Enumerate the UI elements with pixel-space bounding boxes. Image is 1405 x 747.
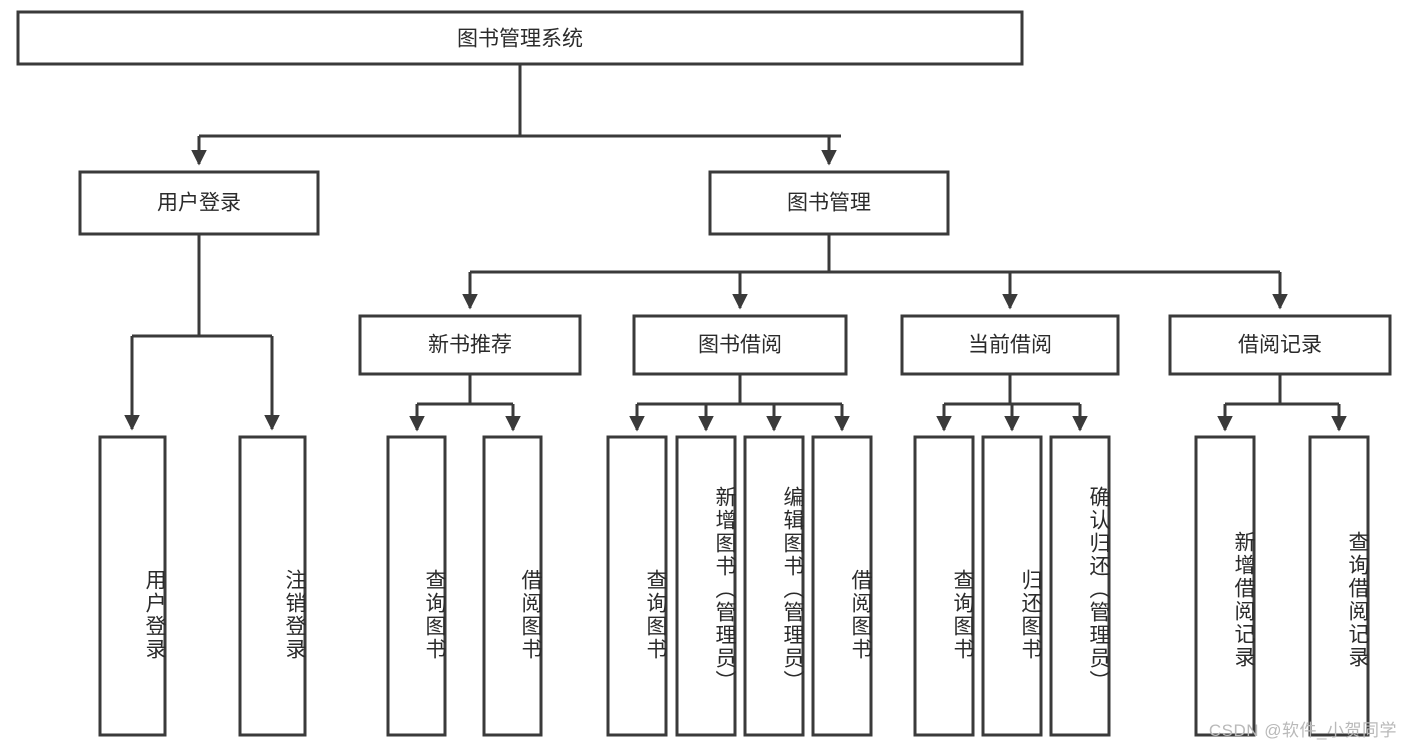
csdn-watermark: CSDN @软件_小贺同学 (1208, 721, 1397, 740)
node-leaf-return-book-box[interactable] (981, 435, 1043, 737)
connector-group-book-manage (462, 234, 1288, 310)
node-leaf-borrow-book-2-box[interactable] (811, 435, 873, 737)
node-root-label: 图书管理系统 (457, 28, 583, 51)
node-new-book-rec-box (358, 314, 582, 376)
node-book-borrow-label: 图书借阅 (698, 334, 782, 357)
node-leaf-confirm-return-box[interactable] (1049, 435, 1111, 737)
node-book-manage-label: 图书管理 (787, 192, 871, 215)
connector-group-current-borrow (936, 374, 1088, 432)
node-root-box (16, 10, 1024, 66)
connector-group-book-borrow (629, 374, 850, 432)
node-root[interactable]: 图书管理系统 (16, 10, 1024, 66)
node-borrow-record-box (1168, 314, 1392, 376)
connector-group-user-login (124, 234, 280, 431)
node-user-login-box (78, 170, 320, 236)
node-user-login[interactable]: 用户登录 (78, 170, 320, 236)
connector-group-root (191, 64, 841, 166)
connector-group-new-book-rec (409, 374, 521, 432)
node-new-book-rec[interactable]: 新书推荐 (358, 314, 582, 376)
node-user-login-label: 用户登录 (157, 192, 241, 215)
node-leaf-query-book-1-box[interactable] (386, 435, 447, 737)
node-current-borrow-label: 当前借阅 (968, 334, 1052, 357)
node-leaf-add-book-box[interactable] (675, 435, 737, 737)
node-book-borrow[interactable]: 图书借阅 (632, 314, 848, 376)
node-book-borrow-box (632, 314, 848, 376)
node-leaf-user-logout-box[interactable] (238, 435, 307, 737)
node-leaf-query-record-box[interactable] (1308, 435, 1370, 737)
node-book-manage[interactable]: 图书管理 (708, 170, 950, 236)
node-leaf-query-book-3-box[interactable] (913, 435, 975, 737)
node-current-borrow-box (900, 314, 1120, 376)
node-borrow-record[interactable]: 借阅记录 (1168, 314, 1392, 376)
node-new-book-rec-label: 新书推荐 (428, 334, 512, 357)
connector-group-borrow-record (1217, 374, 1347, 432)
node-leaf-query-book-2-box[interactable] (606, 435, 668, 737)
node-book-manage-box (708, 170, 950, 236)
node-leaf-add-record-box[interactable] (1194, 435, 1256, 737)
node-leaf-borrow-book-1-box[interactable] (482, 435, 543, 737)
leaf-boxes (98, 435, 1370, 737)
node-borrow-record-label: 借阅记录 (1238, 334, 1322, 357)
node-leaf-edit-book-box[interactable] (743, 435, 805, 737)
node-current-borrow[interactable]: 当前借阅 (900, 314, 1120, 376)
node-leaf-user-login-box[interactable] (98, 435, 167, 737)
